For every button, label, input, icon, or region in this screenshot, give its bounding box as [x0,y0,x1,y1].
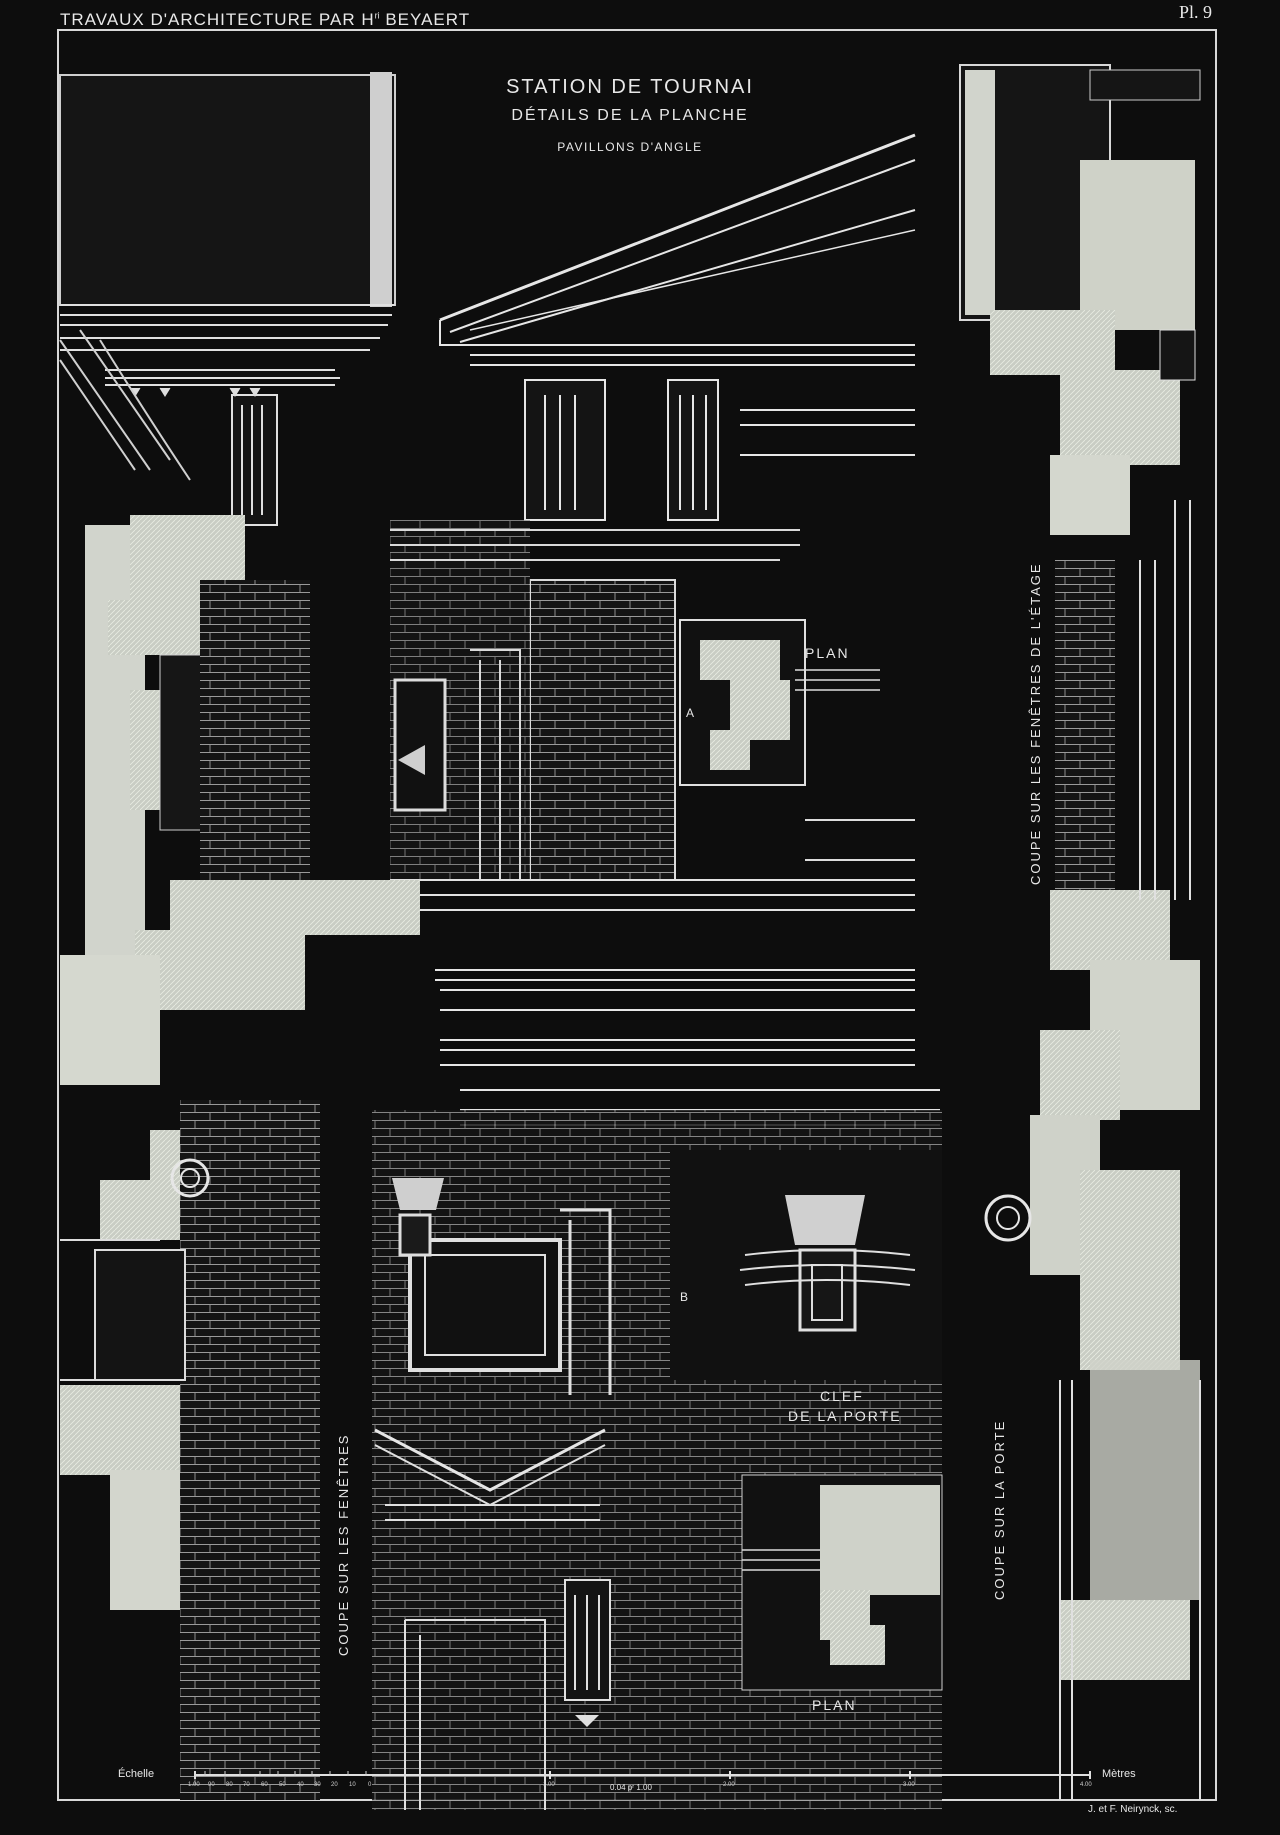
title-details: DÉTAILS DE LA PLANCHE [511,107,749,124]
header-title-suffix: BEYAERT [379,10,471,29]
scale-tick-large: 1.00 [543,1782,555,1788]
scale-tick-small: 1.00 [188,1782,200,1788]
scale-tick-small: 60 [261,1782,268,1788]
label-marker-b: B [680,1290,691,1304]
keystone-detail [670,1150,942,1380]
header-title-sup: ri [374,10,380,21]
scale-tick-large: 3.00 [903,1782,915,1788]
scale-echelle: Échelle [118,1768,155,1780]
scale-tick-small: 20 [331,1782,338,1788]
pediment-top [439,133,916,521]
title-pavillons: PAVILLONS D'ANGLE [557,140,703,154]
plate-number: Pl. 9 [1178,2,1212,22]
label-coupe-porte: COUPE SUR LA PORTE [992,1419,1007,1600]
engraver-credit: J. et F. Neirynck, sc. [1088,1804,1178,1815]
scale-ratio: 0.04 pʳ 1.00 [610,1783,652,1792]
plate-header: TRAVAUX D'ARCHITECTURE PAR Hri BEYAERT [60,10,470,30]
scale-metres: Mètres [1102,1768,1136,1780]
title-station: STATION DE TOURNAI [506,76,754,98]
scale-tick-small: 10 [349,1782,356,1788]
label-de-la-porte: DE LA PORTE [788,1408,902,1424]
top-left-panel [59,72,396,351]
section-left [60,515,420,1800]
central-brick-upper [390,520,915,911]
section-right [959,64,1201,1800]
scale-tick-small: 80 [226,1782,233,1788]
header-title-prefix: TRAVAUX D'ARCHITECTURE PAR H [60,10,375,29]
label-clef: CLEF [820,1388,864,1404]
label-plan-bottom: PLAN [812,1697,857,1713]
label-coupe-etage: COUPE SUR LES FENÊTRES DE L'ÉTAGE [1028,562,1043,885]
scale-tick-large: 4.00 [1080,1782,1092,1788]
scale-tick-small: 30 [314,1782,321,1788]
scale-tick-small: 90 [208,1782,215,1788]
label-marker-a: A [686,706,697,720]
scale-tick-small: 0 [368,1782,372,1788]
plan-bottom-detail [741,1474,943,1691]
plan-top-detail [679,619,915,861]
scale-tick-small: 40 [297,1782,304,1788]
label-plan-top: PLAN [805,645,850,661]
scale-bar [194,1771,1091,1779]
scale-tick-large: 2.00 [723,1782,735,1788]
scale-tick-small: 50 [279,1782,286,1788]
scale-tick-small: 70 [243,1782,250,1788]
central-cornice [435,969,940,1126]
entablature-left [59,329,340,526]
label-coupe-fenetres: COUPE SUR LES FENÊTRES [336,1433,351,1656]
